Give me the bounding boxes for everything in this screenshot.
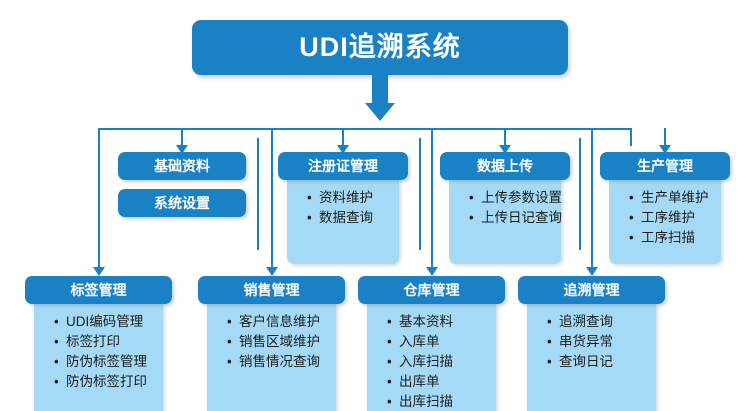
card-production-body: 生产单维护 工序维护 工序扫描 [609, 174, 721, 264]
arrow-basic-icon [176, 145, 188, 154]
list-item[interactable]: 入库扫描 [387, 352, 496, 372]
card-system-settings-label: 系统设置 [154, 195, 210, 211]
card-warehouse-management-header[interactable]: 仓库管理 [358, 276, 505, 304]
card-data-upload-header[interactable]: 数据上传 [440, 152, 570, 180]
separator-3 [579, 138, 581, 250]
drop-to-upload [504, 128, 506, 146]
list-item[interactable]: 工序扫描 [629, 228, 721, 248]
card-registration-title: 注册证管理 [308, 158, 378, 174]
card-sales-management: 销售管理 客户信息维护 销售区域维护 销售情况查询 [198, 276, 345, 411]
list-item[interactable]: 资料维护 [307, 188, 399, 208]
card-trace-management-title: 追溯管理 [563, 282, 620, 298]
drop-to-basic [181, 128, 183, 146]
card-sales-management-header[interactable]: 销售管理 [198, 276, 345, 304]
arrow-registration-icon [337, 145, 349, 154]
drop-to-trace [591, 128, 593, 268]
card-warehouse-management-title: 仓库管理 [403, 282, 460, 298]
card-label-management-title: 标签管理 [70, 282, 127, 298]
card-label-management-list: UDI编码管理 标签打印 防伪标签管理 防伪标签打印 [34, 312, 163, 392]
arrow-label-icon [93, 267, 105, 276]
list-item[interactable]: 上传日记查询 [469, 208, 562, 228]
drop-to-warehouse [431, 128, 433, 268]
arrow-warehouse-icon [426, 267, 438, 276]
card-label-management-body: UDI编码管理 标签打印 防伪标签管理 防伪标签打印 [34, 298, 163, 411]
system-title-box: UDI追溯系统 [192, 20, 568, 75]
list-item[interactable]: 生产单维护 [629, 188, 721, 208]
list-item[interactable]: 出库单 [387, 372, 496, 392]
card-warehouse-management-body: 基本资料 入库单 入库扫描 出库单 出库扫描 [367, 298, 496, 411]
main-stem [372, 75, 388, 103]
list-item[interactable]: 串货异常 [547, 332, 656, 352]
card-label-management-header[interactable]: 标签管理 [25, 276, 172, 304]
card-trace-management-list: 追溯查询 串货异常 查询日记 [527, 312, 656, 372]
card-trace-management-body: 追溯查询 串货异常 查询日记 [527, 298, 656, 411]
card-system-settings[interactable]: 系统设置 [118, 189, 246, 217]
card-data-upload-title: 数据上传 [477, 158, 533, 174]
list-item[interactable]: 数据查询 [307, 208, 399, 228]
drop-to-label [98, 128, 100, 268]
card-data-upload-body: 上传参数设置 上传日记查询 [449, 174, 562, 264]
drop-to-sales [271, 128, 273, 268]
card-production-list: 生产单维护 工序维护 工序扫描 [609, 188, 721, 248]
card-production: 生产管理 生产单维护 工序维护 工序扫描 [600, 152, 730, 264]
drop-to-production [664, 128, 666, 146]
list-item[interactable]: 入库单 [387, 332, 496, 352]
list-item[interactable]: 出库扫描 [387, 392, 496, 411]
arrow-sales-icon [266, 267, 278, 276]
card-basic-data-label: 基础资料 [154, 158, 210, 174]
main-arrow-head-icon [365, 103, 395, 121]
card-sales-management-title: 销售管理 [243, 282, 300, 298]
list-item[interactable]: 标签打印 [54, 332, 163, 352]
card-sales-management-body: 客户信息维护 销售区域维护 销售情况查询 [207, 298, 336, 411]
list-item[interactable]: 追溯查询 [547, 312, 656, 332]
bus-line-row2 [98, 128, 632, 130]
card-registration-body: 资料维护 数据查询 [287, 174, 399, 264]
card-basic-data[interactable]: 基础资料 [118, 152, 246, 180]
list-item[interactable]: 销售情况查询 [227, 352, 336, 372]
list-item[interactable]: 工序维护 [629, 208, 721, 228]
card-registration-header[interactable]: 注册证管理 [278, 152, 408, 180]
list-item[interactable]: 客户信息维护 [227, 312, 336, 332]
card-label-management: 标签管理 UDI编码管理 标签打印 防伪标签管理 防伪标签打印 [25, 276, 172, 411]
page-title: UDI追溯系统 [299, 32, 461, 62]
list-item[interactable]: 销售区域维护 [227, 332, 336, 352]
list-item[interactable]: 防伪标签管理 [54, 352, 163, 372]
arrow-trace-icon [586, 267, 598, 276]
list-item[interactable]: 查询日记 [547, 352, 656, 372]
arrow-upload-icon [499, 145, 511, 154]
card-trace-management: 追溯管理 追溯查询 串货异常 查询日记 [518, 276, 665, 411]
arrow-production-icon [659, 145, 671, 154]
separator-2 [419, 138, 421, 250]
card-registration-list: 资料维护 数据查询 [287, 188, 399, 228]
card-trace-management-header[interactable]: 追溯管理 [518, 276, 665, 304]
list-item[interactable]: 基本资料 [387, 312, 496, 332]
card-data-upload: 数据上传 上传参数设置 上传日记查询 [440, 152, 570, 264]
card-warehouse-management-list: 基本资料 入库单 入库扫描 出库单 出库扫描 [367, 312, 496, 411]
card-data-upload-list: 上传参数设置 上传日记查询 [449, 188, 562, 228]
card-registration: 注册证管理 资料维护 数据查询 [278, 152, 408, 264]
list-item[interactable]: UDI编码管理 [54, 312, 163, 332]
drop-to-registration [342, 128, 344, 146]
separator-1 [257, 138, 259, 250]
list-item[interactable]: 上传参数设置 [469, 188, 562, 208]
card-production-header[interactable]: 生产管理 [600, 152, 730, 180]
list-item[interactable]: 防伪标签打印 [54, 372, 163, 392]
bus-right-end [630, 128, 632, 146]
card-sales-management-list: 客户信息维护 销售区域维护 销售情况查询 [207, 312, 336, 372]
card-warehouse-management: 仓库管理 基本资料 入库单 入库扫描 出库单 出库扫描 [358, 276, 505, 411]
card-production-title: 生产管理 [637, 158, 693, 174]
